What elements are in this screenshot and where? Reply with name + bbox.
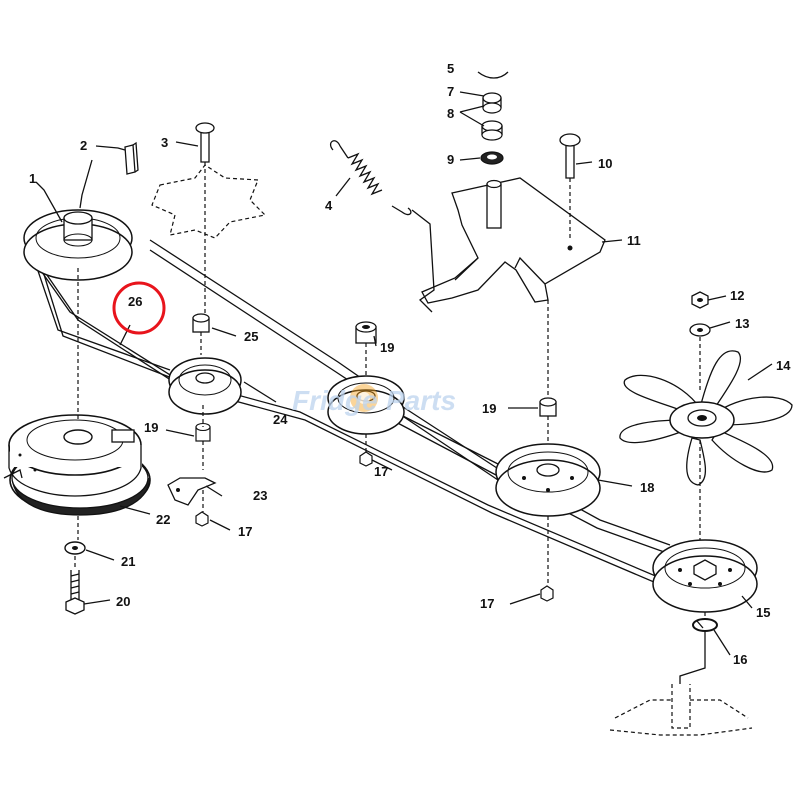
callout-11: 11 [627, 233, 641, 248]
callout-10: 10 [598, 156, 612, 171]
callout-labels: 1 2 3 4 5 7 8 9 10 11 12 13 14 15 16 17 … [29, 61, 791, 667]
idler-pulley-18 [495, 443, 601, 585]
callout-24: 24 [273, 412, 288, 427]
callout-19-right: 19 [482, 401, 496, 416]
watermark: Fridge Parts [292, 384, 456, 416]
watermark-text-b: Parts [386, 385, 456, 416]
snap-ring-16 [679, 618, 718, 684]
fan-washer-13 [689, 323, 711, 392]
callout-13: 13 [735, 316, 749, 331]
callout-25: 25 [244, 329, 258, 344]
callout-15: 15 [756, 605, 770, 620]
mounting-plate-outline [151, 164, 267, 239]
watermark-text-a: Fridge [292, 385, 378, 416]
callout-14: 14 [776, 358, 791, 373]
clutch-washer [64, 541, 86, 555]
leader-lines [35, 91, 773, 656]
clutch-bolt [65, 556, 85, 615]
callout-26: 26 [128, 294, 142, 309]
callout-21: 21 [121, 554, 135, 569]
spacer-19-right [539, 397, 557, 455]
callout-19-left: 19 [144, 420, 158, 435]
callout-18: 18 [640, 480, 654, 495]
callout-17-left: 17 [238, 524, 252, 539]
callout-17-center: 17 [374, 464, 388, 479]
spindle-outline [609, 684, 753, 736]
spacer-25 [192, 313, 210, 355]
callout-7: 7 [447, 84, 454, 99]
deck-pulley-15 [652, 539, 758, 620]
idler-bracket-assembly [167, 405, 217, 527]
electric-pto-clutch [3, 414, 151, 516]
spacer-19-center [355, 321, 377, 378]
callout-2: 2 [80, 138, 87, 153]
idler-bolt [195, 122, 215, 325]
callout-19-center: 19 [380, 340, 394, 355]
callout-22: 22 [156, 512, 170, 527]
cooling-fan [619, 350, 793, 548]
callout-23: 23 [253, 488, 267, 503]
callout-9: 9 [447, 152, 454, 167]
spring-link-rod [411, 209, 435, 313]
idler-pulley-24 [168, 357, 242, 415]
pulley-key [79, 141, 139, 209]
stacked-washers [477, 71, 509, 165]
fan-nut-12 [691, 291, 709, 309]
engine-pulley [23, 209, 133, 281]
callout-8: 8 [447, 106, 454, 121]
callout-16: 16 [733, 652, 747, 667]
callout-12: 12 [730, 288, 744, 303]
highlight-circle [112, 281, 166, 335]
idler-spring [329, 140, 412, 216]
callout-1: 1 [29, 171, 36, 186]
idler-arm-bracket [421, 177, 606, 304]
callout-5: 5 [447, 61, 454, 76]
callout-20: 20 [116, 594, 130, 609]
callout-4: 4 [325, 198, 333, 213]
callout-17-right: 17 [480, 596, 494, 611]
nut-17-right [540, 585, 554, 602]
callout-3: 3 [161, 135, 168, 150]
carriage-bolt-10 [547, 133, 581, 395]
nut-17-center [359, 451, 373, 467]
